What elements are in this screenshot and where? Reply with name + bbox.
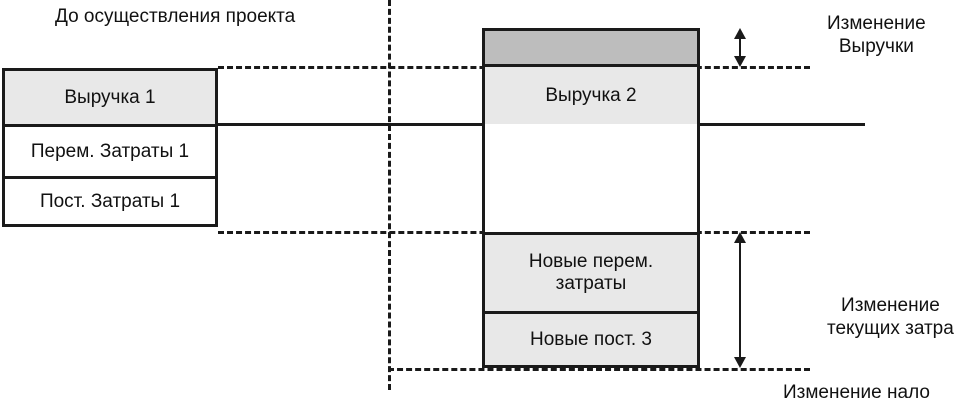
current-costs-change-caption-line2: текущих затра [827,318,954,340]
box-variable-costs-1-label: Перем. Затраты 1 [30,140,190,162]
box-fixed-costs-1: Пост. Затраты 1 [2,176,218,227]
revenue-change-caption: Изменение Выручки [827,12,926,58]
arrow-shaft [739,239,741,361]
current-costs-change-caption: Изменение текущих затра [827,294,954,340]
box-new-variable-costs-label: Новые перем. затраты [528,251,654,294]
current-costs-change-caption-line1: Изменение [841,295,940,316]
arrow-shaft [739,35,741,60]
arrow-head-down-icon [734,56,746,67]
arrow-head-up-icon [734,28,746,39]
box-revenue-2-label: Выручка 2 [545,84,637,106]
box-new-variable-costs: Новые перем. затраты [482,232,700,311]
before-project-title: До осуществления проекта [55,6,296,27]
box-variable-costs-1: Перем. Затраты 1 [2,124,218,176]
box-fixed-costs-1-label: Пост. Затраты 1 [39,190,181,212]
tax-change-caption: Изменение нало [783,382,930,403]
box-new-fixed-costs: Новые пост. 3 [482,311,700,368]
box-revenue-2-lower-column [482,124,700,232]
vertical-divider-dashed [388,0,391,390]
box-revenue-1-label: Выручка 1 [64,86,156,108]
revenue-change-caption-line2: Выручки [838,36,914,58]
revenue-change-caption-line1: Изменение [827,13,926,34]
box-revenue-increment [482,28,700,67]
box-revenue-2: Выручка 2 [482,67,700,124]
arrow-head-down-icon [734,357,746,368]
box-new-fixed-costs-label: Новые пост. 3 [530,328,652,350]
arrow-head-up-icon [734,232,746,243]
box-revenue-1: Выручка 1 [2,68,218,124]
tax-level-guide [388,368,810,371]
